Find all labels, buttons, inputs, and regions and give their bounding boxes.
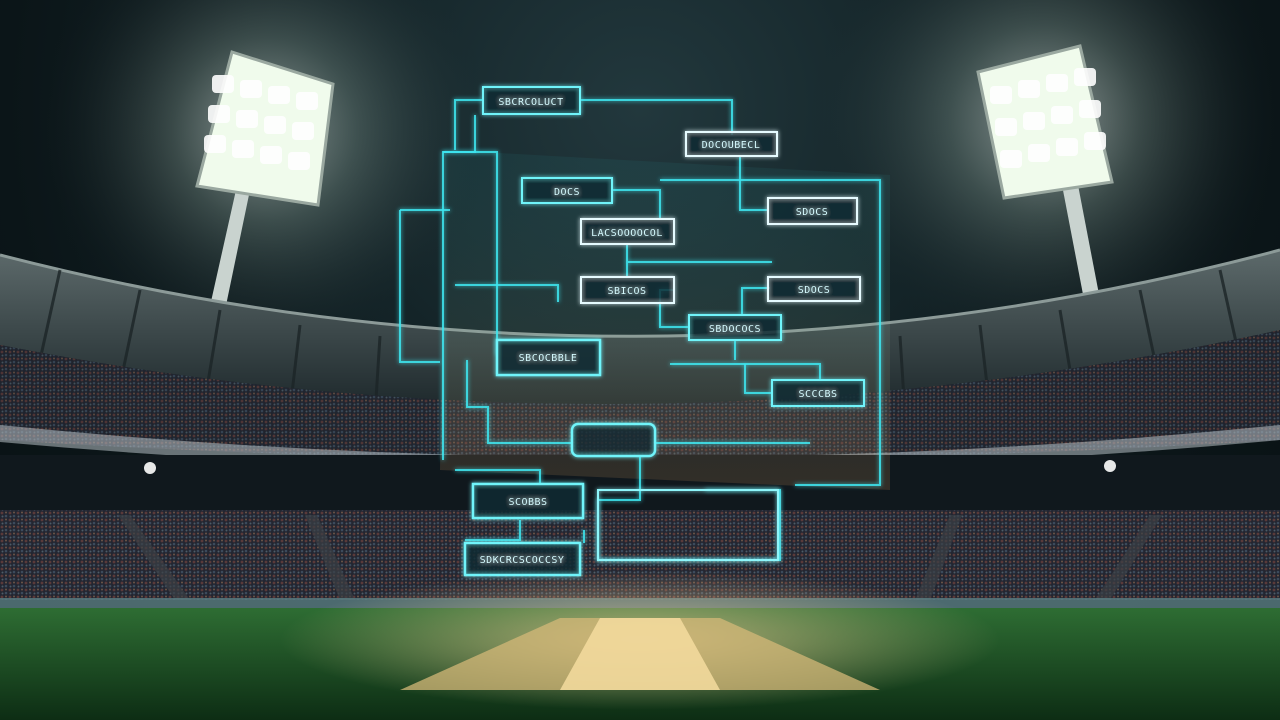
bracket-node-8: SBDOCOCS	[688, 314, 782, 341]
node-label: SBICOS	[607, 286, 646, 297]
upper-crowd	[0, 330, 1280, 460]
node-label: SBCOCBBLE	[519, 353, 578, 364]
bracket-node-6: SBICOS	[580, 276, 675, 304]
bracket-node-11: SCOBBS	[471, 482, 585, 520]
crowd-aisles	[118, 515, 1162, 600]
left-floodlight	[195, 50, 335, 315]
node-label: SCCCBS	[798, 389, 837, 400]
pitch-strip	[560, 618, 720, 690]
node-label: SBCRCOLUCT	[498, 97, 563, 108]
node-label: SDOCS	[796, 207, 829, 218]
node-label: SDKCRCSCOCCSY	[480, 555, 565, 566]
bracket-node-4: SDOCS	[767, 197, 858, 225]
bracket-connectors	[399, 99, 881, 561]
node-label: DOCOUBECL	[702, 140, 761, 151]
node-label: LACSOOOOCOL	[591, 228, 663, 239]
bracket-node-9: SBCOCBBLE	[495, 338, 602, 377]
bracket-node-7: SDOCS	[767, 276, 861, 302]
bracket-node-3: DOCS	[521, 177, 613, 204]
node-label: SDOCS	[798, 285, 831, 296]
bracket-final-frame	[597, 489, 779, 561]
node-label: DOCS	[554, 187, 580, 198]
stand-light-right	[1104, 460, 1116, 472]
bracket-node-5: LACSOOOOCOL	[580, 218, 675, 245]
bracket-center-node	[570, 422, 657, 458]
right-floodlight	[976, 44, 1114, 310]
bracket-node-1: SBCRCOLUCT	[482, 86, 581, 115]
bracket-node-12: SDKCRCSCOCCSY	[463, 541, 582, 577]
node-label: SCOBBS	[508, 497, 547, 508]
node-label: SBDOCOCS	[709, 324, 761, 335]
stand-light-left	[144, 462, 156, 474]
bracket-node-10: SCCCBS	[771, 379, 865, 407]
bracket-node-2: DOCOUBECL	[685, 131, 778, 157]
